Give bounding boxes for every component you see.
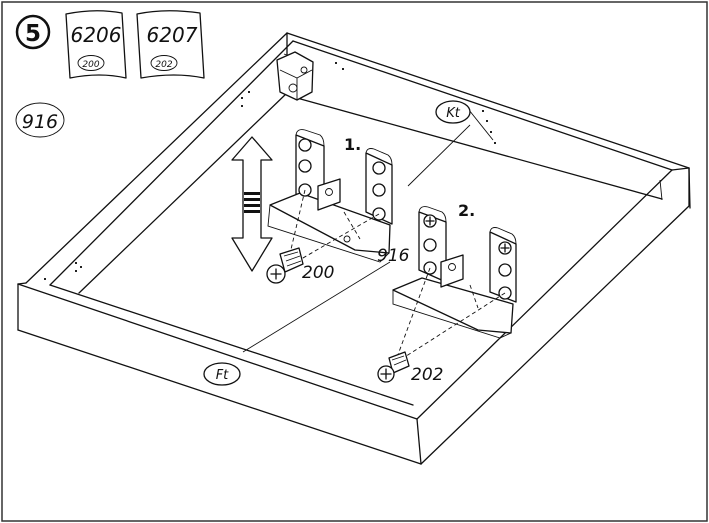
part-916-tag: 916 bbox=[15, 102, 65, 138]
height-adjust-arrow bbox=[231, 136, 273, 272]
bracket-2-number: 2. bbox=[458, 201, 475, 220]
part-code: 6207 bbox=[147, 23, 198, 47]
bracket-1-number: 1. bbox=[344, 135, 361, 154]
part-tag-6206: 6206 200 bbox=[65, 10, 127, 79]
part-sub-code: 200 bbox=[82, 60, 99, 70]
front-panel-top-edge bbox=[17, 283, 418, 420]
step-badge: 5 bbox=[15, 14, 51, 50]
front-panel-callout: Ft bbox=[203, 261, 391, 386]
left-panel-top-edge bbox=[25, 32, 288, 284]
screw-202: 202 bbox=[377, 351, 443, 385]
screw-202-label: 202 bbox=[411, 365, 443, 385]
part-tag-6207: 6207 202 bbox=[136, 10, 205, 79]
back-panel-callout: Kt bbox=[407, 100, 494, 187]
corner-fitting bbox=[276, 51, 314, 101]
step-number: 5 bbox=[25, 21, 41, 47]
screw-200-label: 200 bbox=[302, 263, 334, 283]
part-916-callout: 916 bbox=[377, 246, 410, 266]
part-code: 6206 bbox=[71, 23, 122, 47]
bracket-2: 2. bbox=[392, 201, 517, 361]
drawer-frame bbox=[17, 32, 691, 465]
part-sub-code: 202 bbox=[155, 60, 172, 70]
front-panel-label: Ft bbox=[216, 368, 229, 383]
screw-200: 200 bbox=[266, 247, 334, 284]
back-panel-top-edge bbox=[286, 32, 690, 169]
drill-holes bbox=[44, 62, 496, 280]
back-panel-label: Kt bbox=[446, 106, 461, 121]
part-916-label: 916 bbox=[22, 111, 58, 133]
bracket-1: 1. bbox=[267, 129, 393, 263]
